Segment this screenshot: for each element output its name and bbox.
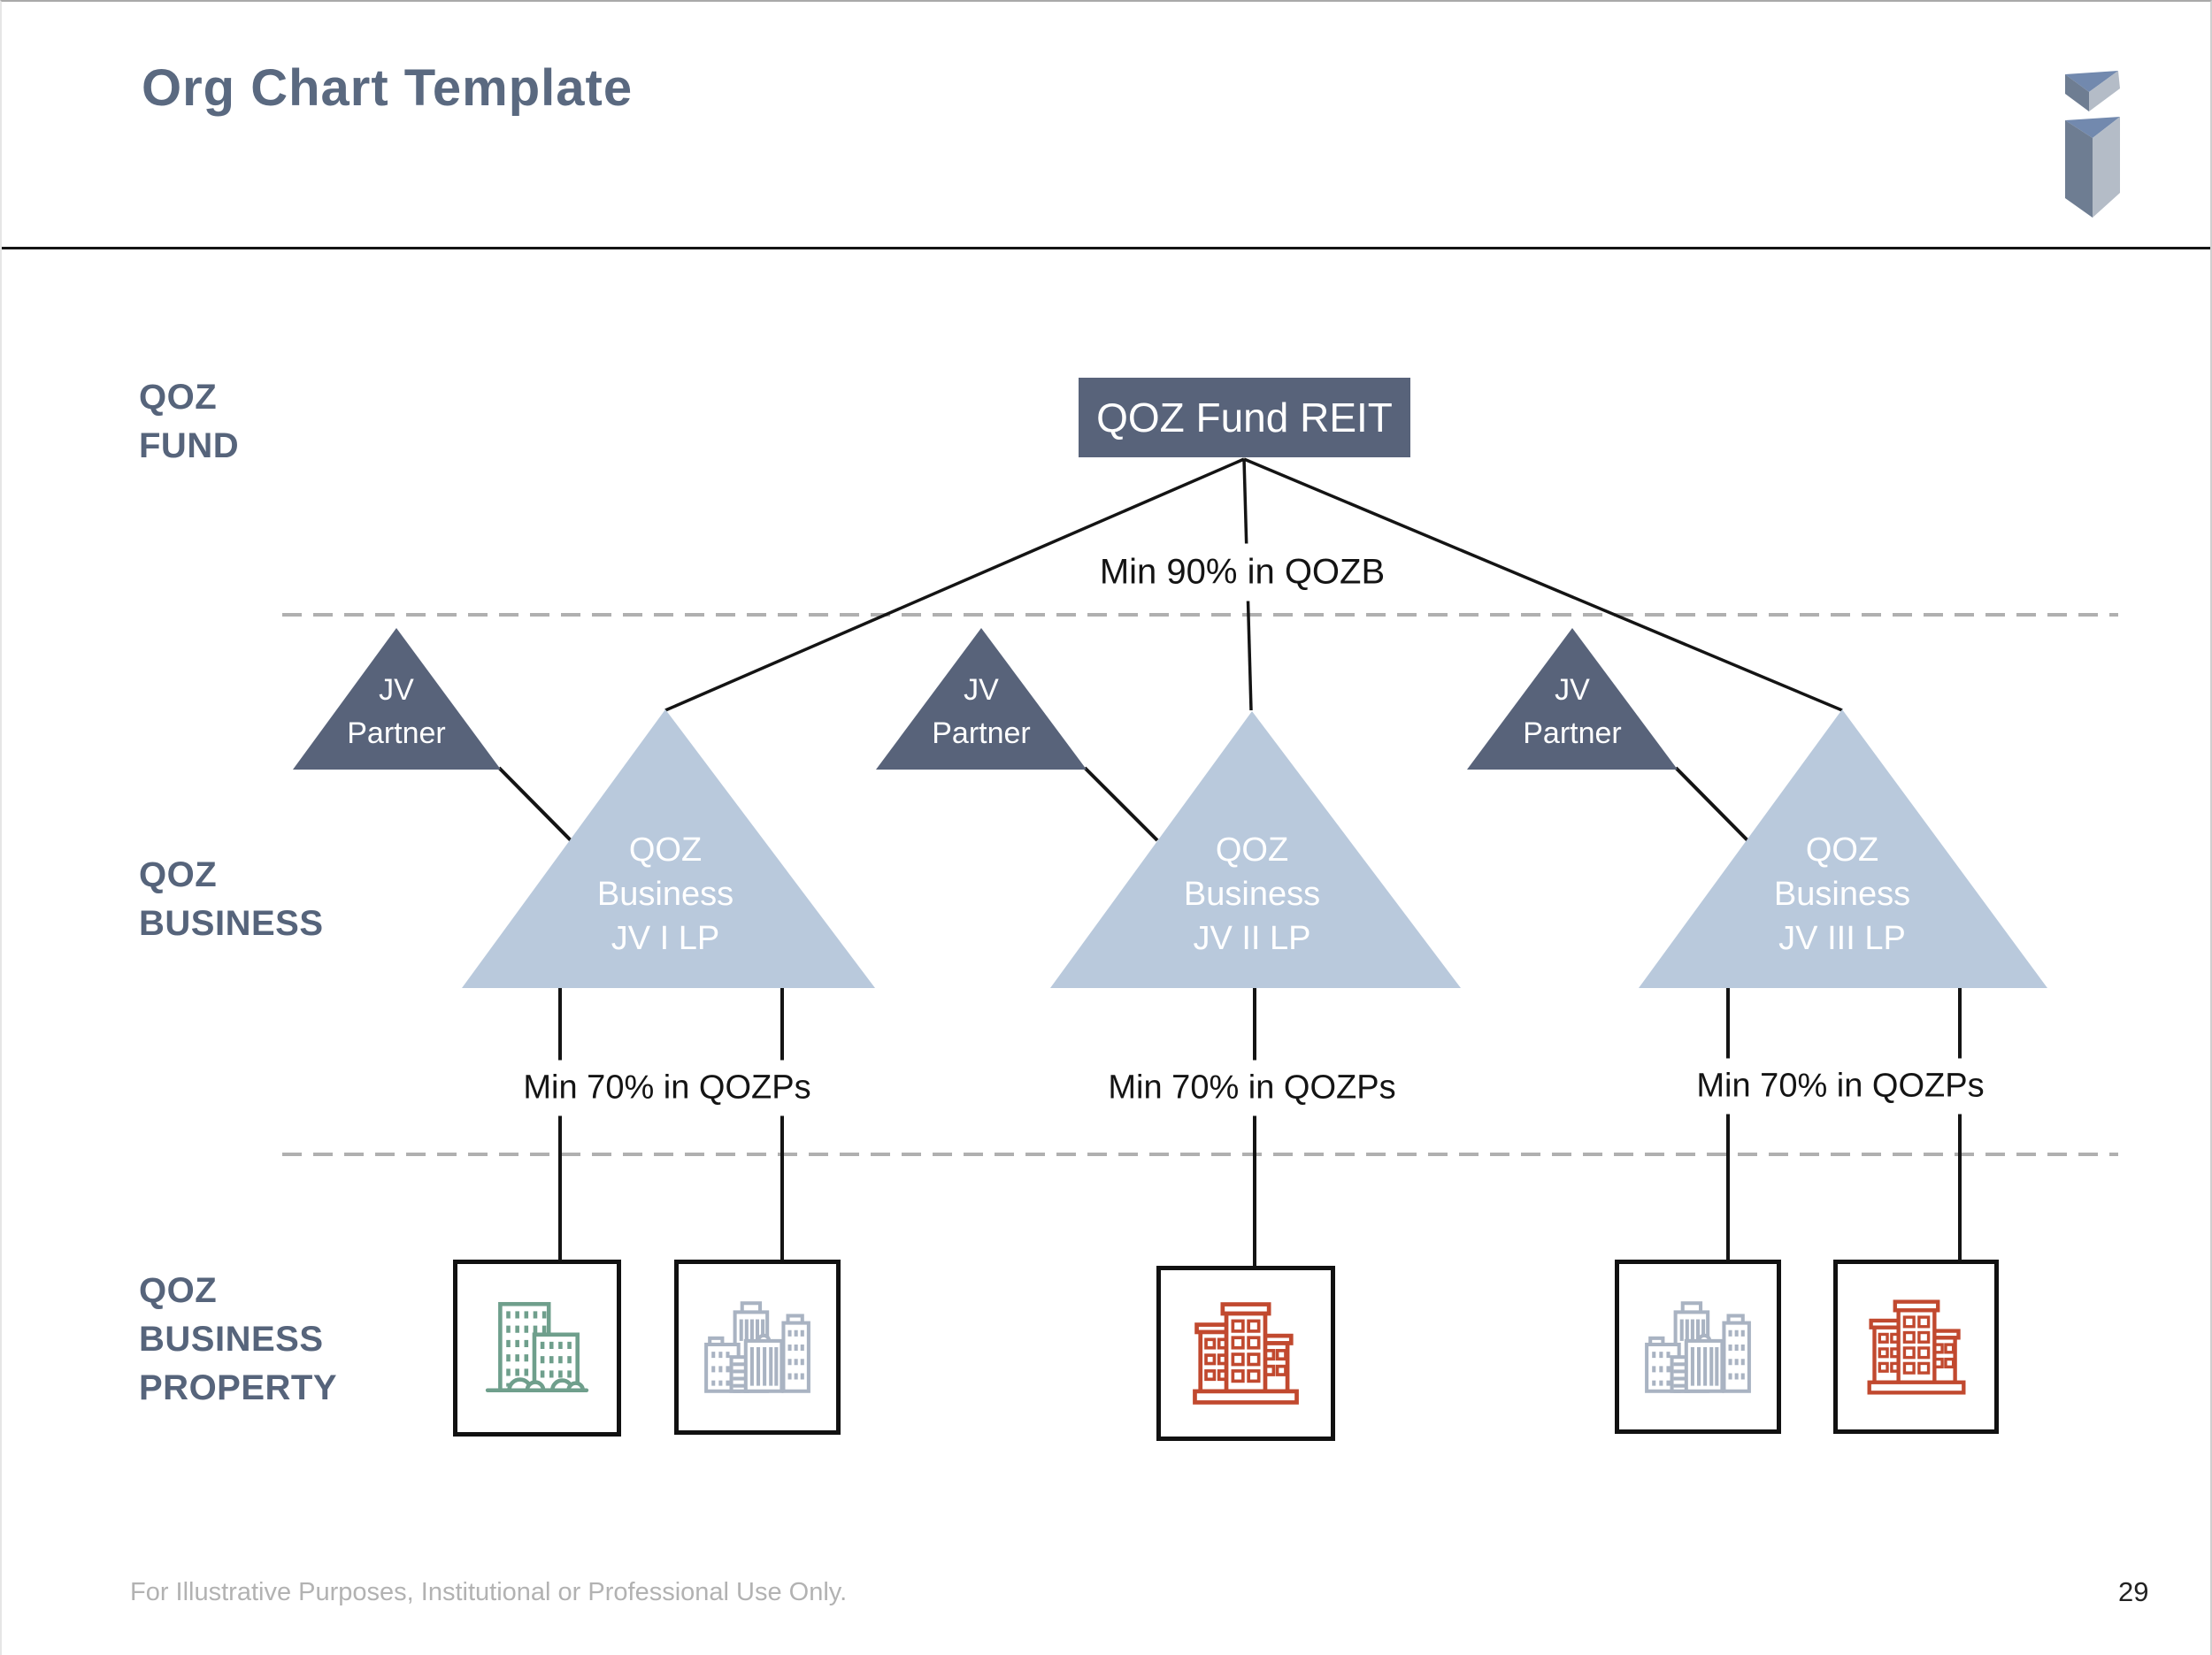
business-label-line: Business [596,876,734,913]
property-box-5 [1833,1260,1999,1434]
page-number: 29 [2118,1576,2149,1607]
logo-top-left-face [2065,74,2089,111]
ownership-note-70-3: Min 70% in QOZPs [1682,1058,1999,1115]
row-label-line: QOZ [139,855,218,894]
business-label-line: JV II LP [1193,920,1311,957]
logo-body-left-face [2065,120,2093,218]
company-logo-icon [2065,71,2120,218]
business-triangle-3 [1639,709,2047,988]
jv-label-line: JV [964,673,999,707]
business-label-line: Business [1183,876,1321,913]
business-label-line: QOZ [628,831,703,869]
ownership-note-70-1: Min 70% in QOZPs [509,1060,826,1116]
qoz-fund-reit-label: QOZ Fund REIT [1096,395,1393,441]
logo-top-right-face [2089,71,2120,111]
row-label-line: QOZ [139,378,218,417]
property-box-1 [453,1260,621,1437]
business-label-line: QOZ [1215,831,1289,869]
ownership-note-90: Min 90% in QOZB [1085,543,1400,601]
jv-partner-triangle-3 [1467,628,1678,770]
connector-jvpartner-2 [1083,766,1159,842]
green-buildings-icon [485,1301,589,1393]
jv-label-line: JV [1555,673,1590,707]
logo-top-face [2065,71,2118,92]
ownership-note-70-2: Min 70% in QOZPs [1094,1060,1410,1116]
property-box-3 [1156,1266,1335,1441]
row-label-qoz-business-property: QOZ BUSINESS PROPERTY [139,1267,337,1413]
row-label-line: PROPERTY [139,1368,338,1407]
header-divider [2,247,2210,249]
connector-fund-to-jv3 [1243,457,1843,712]
jv-partner-label-2: JV Partner [932,669,1031,755]
jv-label-line: JV [379,673,414,707]
business-label-line: JV III LP [1778,920,1906,957]
jv-label-line: Partner [1523,716,1622,750]
jv-label-line: Partner [347,716,446,750]
row-label-qoz-fund: QOZ FUND [139,373,239,471]
jv-partner-triangle-2 [876,628,1087,770]
connector-jvpartner-1 [497,766,572,842]
business-label-2: QOZ Business JV II LP [1184,828,1320,961]
property-box-2 [674,1260,841,1435]
business-label-1: QOZ Business JV I LP [597,828,733,961]
row-label-line: BUSINESS [139,904,324,943]
business-triangle-1 [462,709,875,988]
business-label-line: JV I LP [611,920,720,957]
connector-jvpartner-3 [1674,766,1749,842]
row-label-line: QOZ [139,1271,218,1310]
jv-label-line: Partner [932,716,1031,750]
red-apartment-icon [1193,1302,1299,1405]
connector-fund-to-jv1 [664,457,1245,712]
logo-body-top-face [2065,117,2120,138]
business-label-line: Business [1773,876,1911,913]
gray-city-icon [1645,1300,1751,1393]
jv-partner-label-1: JV Partner [347,669,446,755]
row-label-line: BUSINESS [139,1320,324,1359]
row-label-qoz-business: QOZ BUSINESS [139,851,324,948]
page-title: Org Chart Template [142,59,634,117]
jv-partner-triangle-1 [293,628,501,770]
row-label-line: FUND [139,426,240,465]
business-label-3: QOZ Business JV III LP [1774,828,1910,961]
jv-partner-label-3: JV Partner [1523,669,1622,755]
qoz-fund-reit-box: QOZ Fund REIT [1079,378,1410,457]
gray-city-icon [704,1301,810,1393]
business-triangle-2 [1050,711,1461,988]
property-box-4 [1615,1260,1781,1434]
red-apartment-icon [1867,1299,1965,1395]
business-label-line: QOZ [1805,831,1879,869]
logo-body-right-face [2093,117,2120,218]
footer-disclaimer: For Illustrative Purposes, Institutional… [130,1578,848,1606]
